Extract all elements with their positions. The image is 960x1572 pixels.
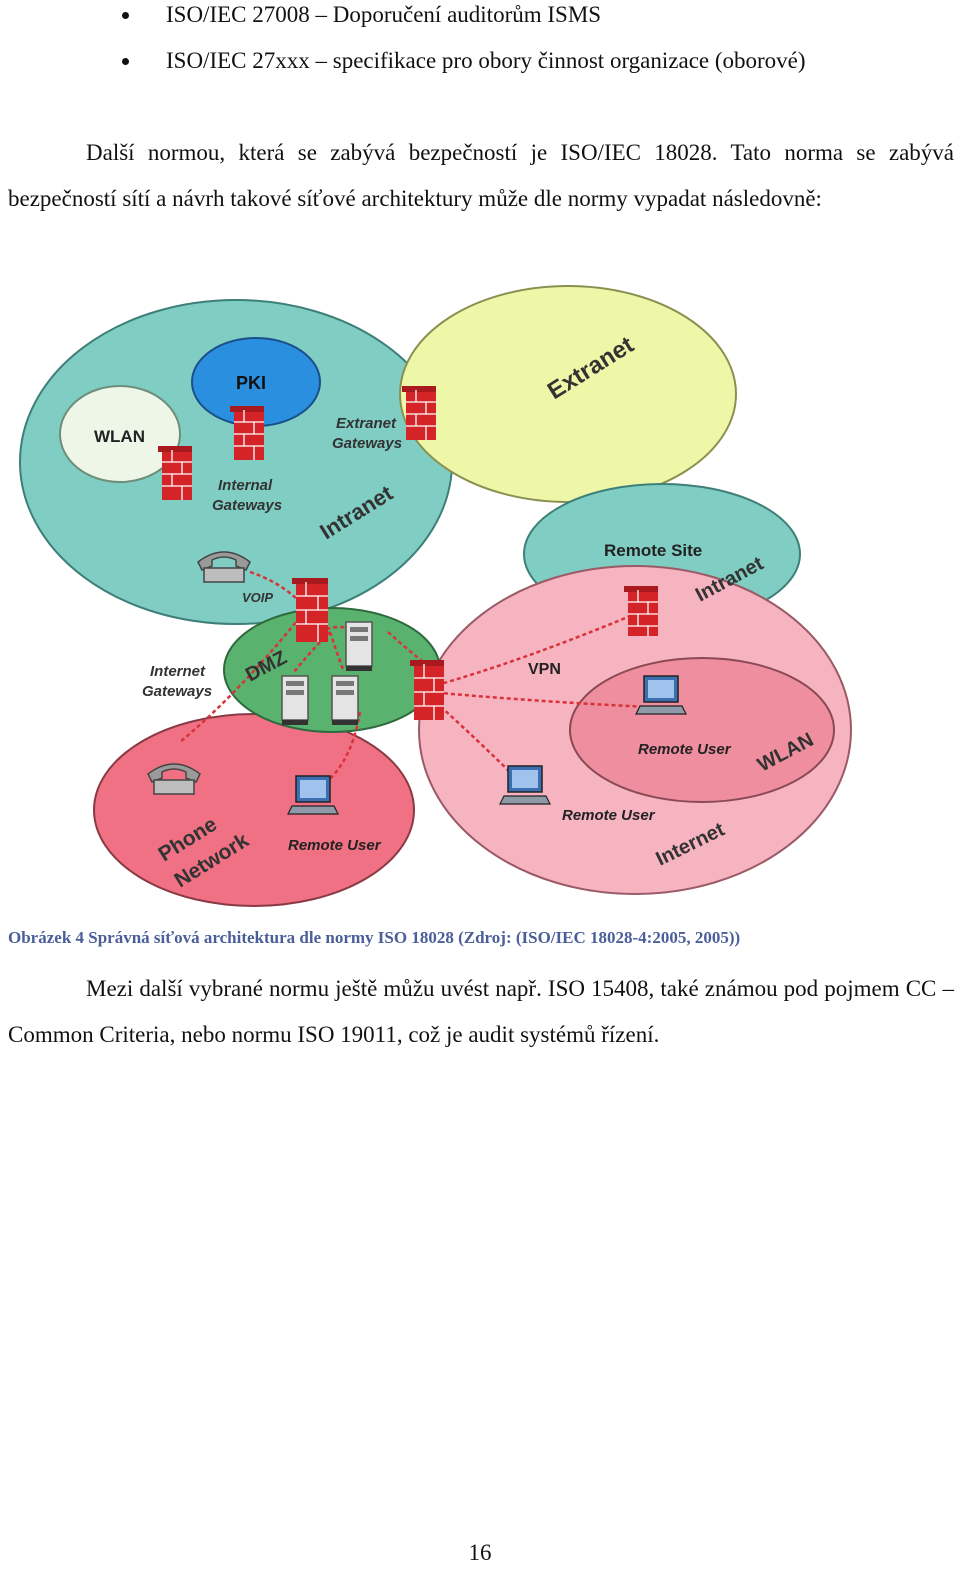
bullet-dot-icon (122, 58, 129, 65)
bullet-dot-icon (122, 12, 129, 19)
bullet-text: ISO/IEC 27xxx – specifikace pro obory či… (166, 48, 806, 73)
laptop-icon (499, 765, 551, 805)
firewall-icon (292, 578, 328, 642)
network-diagram: PKI WLAN Extranet Extranet Gateways Inte… (19, 285, 852, 907)
extranet-gateways-label-1: Extranet (336, 415, 397, 432)
bullet-text: ISO/IEC 27008 – Doporučení auditorům ISM… (166, 2, 602, 27)
server-icon (281, 675, 309, 725)
remote-site-label: Remote Site (604, 541, 702, 560)
remote-user-phone-label: Remote User (288, 837, 382, 854)
wlan-bottom-zone (569, 657, 835, 803)
firewall-icon (402, 386, 436, 440)
laptop-icon (287, 775, 339, 815)
laptop-icon (635, 675, 687, 715)
vpn-label: VPN (528, 661, 561, 678)
remote-user-wlan-label: Remote User (638, 741, 732, 758)
phone-network-zone (93, 713, 415, 907)
firewall-icon (410, 660, 444, 720)
extranet-gateways-label-2: Gateways (332, 435, 402, 452)
phone-icon (197, 551, 251, 583)
firewall-icon (158, 446, 192, 500)
page-number: 16 (468, 1540, 492, 1565)
server-icon (345, 621, 373, 671)
wlan-top-label: WLAN (94, 427, 145, 446)
internet-gateways-label-2: Gateways (142, 683, 212, 700)
paragraph-iso-18028: Další normou, která se zabývá bezpečnost… (8, 140, 954, 211)
wlan-top-zone (59, 385, 181, 483)
internal-gateways-label-2: Gateways (212, 497, 282, 514)
firewall-icon (230, 406, 264, 460)
voip-label: VOIP (242, 590, 273, 605)
figure-caption: Obrázek 4 Správná síťová architektura dl… (8, 928, 741, 947)
remote-user-internet-label: Remote User (562, 807, 656, 824)
phone-icon (147, 763, 201, 795)
server-icon (331, 675, 359, 725)
internet-gateways-label-1: Internet (150, 663, 206, 680)
internal-gateways-label-1: Internal (218, 477, 273, 494)
pki-label: PKI (236, 373, 266, 393)
network-architecture-figure: PKI WLAN Extranet Extranet Gateways Inte… (0, 272, 960, 912)
firewall-icon (624, 586, 658, 636)
paragraph-other-norms: Mezi další vybrané normu ještě můžu uvés… (8, 976, 954, 1047)
